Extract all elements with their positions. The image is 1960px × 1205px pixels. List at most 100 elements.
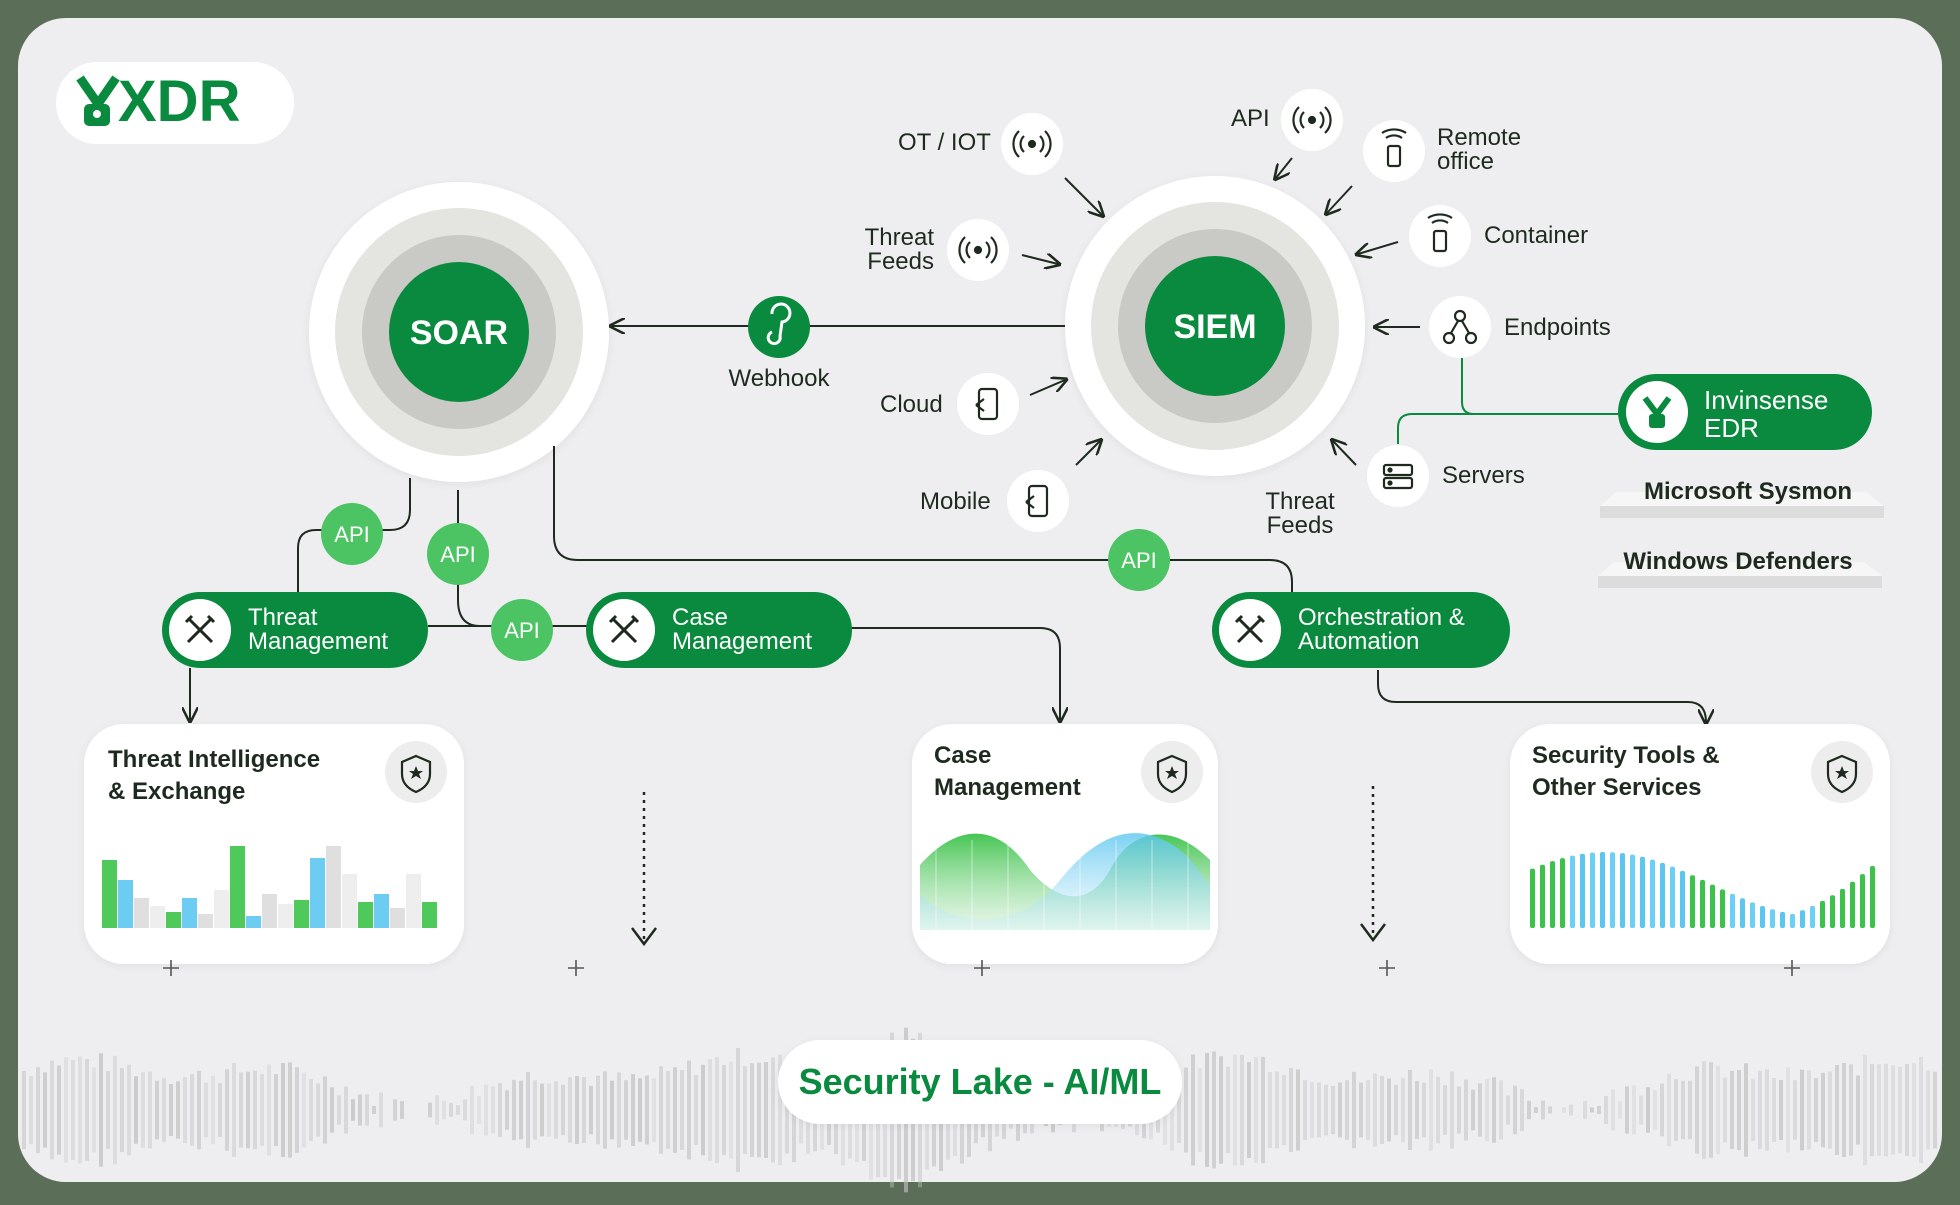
waveform-bar [603,1071,607,1149]
waveform-bar [1415,1081,1419,1139]
waveform-bar [1226,1066,1230,1154]
waveform-bar [218,1082,222,1138]
orchestration-automation-module[interactable] [1212,592,1510,668]
waveform-bar [337,1095,341,1125]
siem-hub[interactable]: SIEM [1065,176,1365,476]
chart-bar [294,900,309,928]
waveform-bar [484,1084,488,1136]
waveform-bar [351,1099,355,1121]
container-source[interactable] [1409,205,1471,267]
edr-logo-icon [1642,396,1672,428]
wireless-signal-icon [958,236,998,264]
waveform-bar [428,1102,432,1118]
device-icon [1025,484,1049,518]
waveform-bar [274,1074,278,1146]
waveform-bar [106,1070,110,1150]
chart-bar [1670,866,1675,928]
waveform-bar [1219,1056,1223,1164]
waveform-bar [1569,1104,1573,1116]
waveform-bar [1744,1063,1748,1157]
waveform-bar [764,1062,768,1158]
waveform-bar [1289,1068,1293,1152]
waveform-bar [1786,1067,1790,1153]
siem-label: SIEM [1173,308,1256,346]
waveform-bar [1758,1070,1762,1150]
waveform-bar [680,1070,684,1150]
threat-intel-card[interactable] [84,724,464,964]
chart-bar [1600,852,1605,928]
api-badge-3[interactable]: API [491,599,553,661]
waveform-bar [1723,1077,1727,1143]
waveform-bar [372,1105,376,1115]
cloud-source[interactable] [957,373,1019,435]
api-badge-1[interactable]: API [321,503,383,565]
waveform-bar [1436,1076,1440,1144]
security-lake-pill[interactable] [778,1040,1182,1124]
api-badge-2[interactable]: API [427,523,489,585]
waveform-bar [1359,1082,1363,1138]
waveform-bar [1933,1071,1937,1149]
remote-office-source[interactable] [1363,120,1425,182]
chart-bar [1710,884,1715,928]
api-source[interactable] [1281,89,1343,151]
waveform-bar [1240,1054,1244,1166]
waveform-bar [582,1076,586,1144]
api-badge-label: API [1121,548,1156,573]
webhook-icon[interactable] [748,296,810,358]
security-tools-card[interactable] [1510,724,1890,964]
waveform-bar [1681,1080,1685,1140]
chart-bar [1610,852,1615,928]
orchestration-arrow [1377,670,1706,722]
case-management-card[interactable] [912,724,1218,964]
waveform-bar [1401,1077,1405,1143]
waveform-bar [358,1094,362,1126]
tools-icon [1234,614,1266,644]
waveform-bar [211,1075,215,1145]
invinsense-edr-pill[interactable] [1618,374,1872,450]
remote-device-icon [1381,128,1407,168]
waveform-bar [302,1072,306,1148]
edr-name: Invinsense EDR [1704,385,1829,443]
chart-bar [1830,895,1835,928]
security-lake-title: Security Lake - AI/ML [799,1061,1162,1102]
waveform-bar [1513,1085,1517,1135]
waveform-bar [232,1063,236,1157]
waveform-bar [204,1082,208,1138]
endpoints-source[interactable] [1429,296,1491,358]
waveform-bar [624,1080,628,1140]
waveform-bar [708,1059,712,1161]
ot-iot-source[interactable] [1001,113,1063,175]
waveform-bar [1212,1051,1216,1169]
waveform-bar [365,1094,369,1126]
api-badge-4[interactable]: API [1108,529,1170,591]
chart-bar [134,898,149,928]
chart-bar [1620,853,1625,928]
waveform-bar [470,1085,474,1135]
waveform-bar [1821,1072,1825,1148]
chart-bar [1800,910,1805,928]
threat-feeds-source[interactable] [947,219,1009,281]
waveform-bar [288,1062,292,1158]
waveform-bar [43,1072,47,1148]
waveform-bar [1807,1070,1811,1150]
threat-management-module[interactable] [162,592,428,668]
waveform-bar [701,1064,705,1156]
case-management-module[interactable] [586,592,852,668]
shield-star-icon [1156,754,1188,794]
waveform-bar [1177,1077,1181,1143]
mobile-source[interactable] [1007,470,1069,532]
threat-feeds-top-label: Threat Feeds [864,224,934,275]
servers-source[interactable] [1367,445,1429,507]
endpoints-label: Endpoints [1504,314,1611,341]
waveform-bar [1765,1069,1769,1151]
waveform-bar [190,1074,194,1146]
wireless-signal-icon [1012,130,1052,158]
chart-bar [246,916,261,928]
soar-hub[interactable]: SOAR [309,182,609,482]
waveform-bar [1779,1080,1783,1140]
waveform-bar [785,1066,789,1154]
waveform-bar [1709,1062,1713,1158]
chart-bar [1780,911,1785,928]
waveform-bar [127,1064,131,1156]
xdr-logo-icon [76,75,120,126]
